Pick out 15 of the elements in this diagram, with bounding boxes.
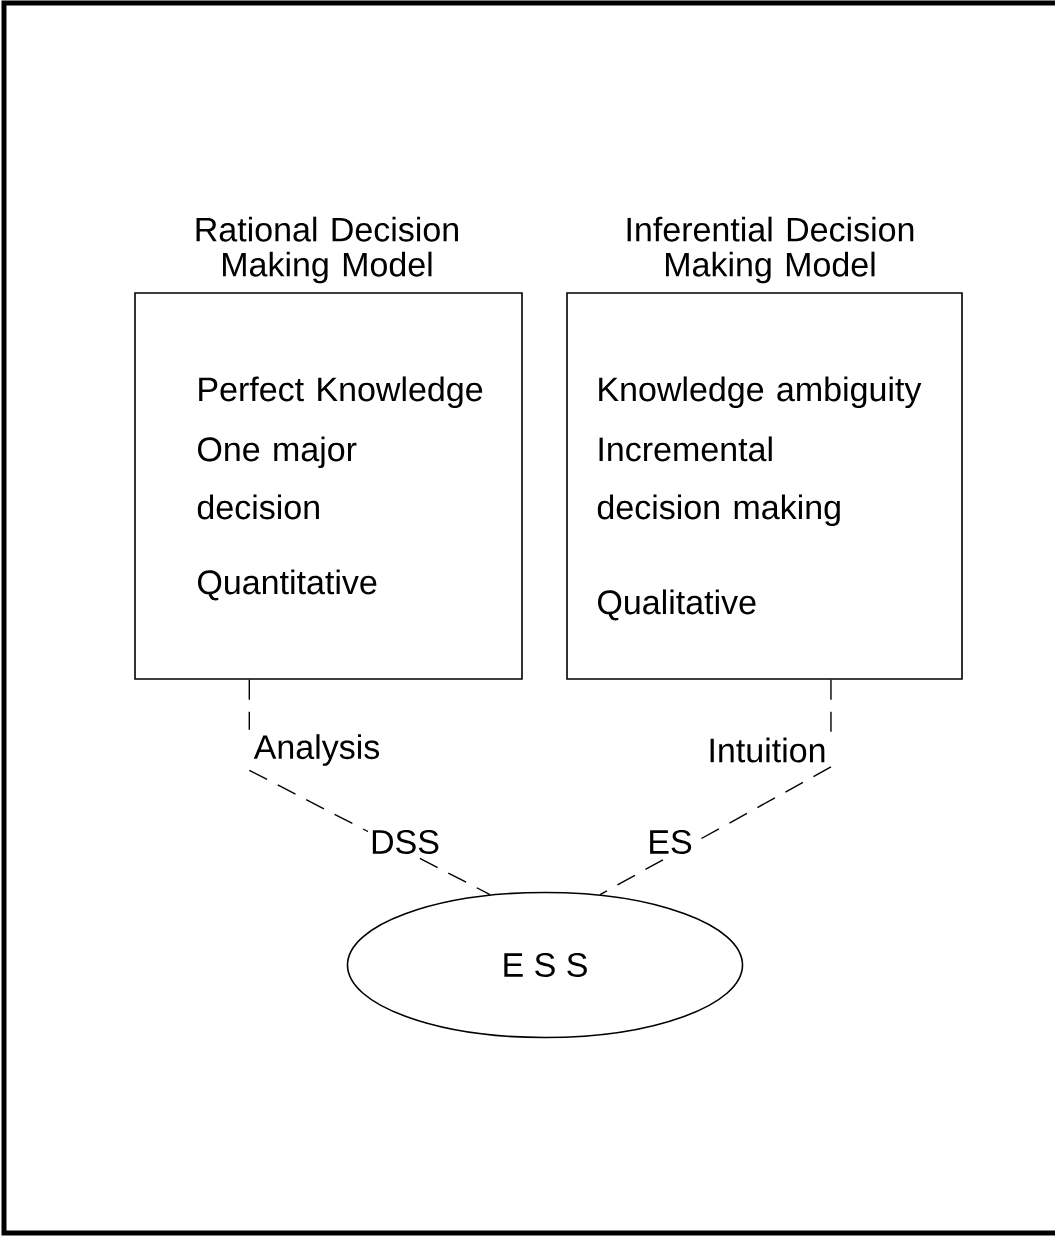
connector-line <box>830 679 832 734</box>
model-heading: Rational Decision Making Model <box>196 216 458 284</box>
edge-label: DSS <box>368 828 442 857</box>
model-trait: Quantitative <box>198 569 377 601</box>
model-heading: Inferential Decision Making Model <box>627 216 914 284</box>
model-trait: Incremental decision making <box>597 436 840 527</box>
connector-line <box>248 679 250 731</box>
model-trait: Perfect Knowledge <box>199 376 483 409</box>
edge-label: ES <box>645 828 695 857</box>
approach-label: Analysis <box>253 734 380 766</box>
model-trait: One major decision <box>197 436 357 520</box>
connector-line <box>599 766 832 896</box>
approach-label: Intuition <box>710 737 825 763</box>
model-trait: Qualitative <box>598 589 756 621</box>
model-trait: Knowledge ambiguity <box>599 376 922 409</box>
